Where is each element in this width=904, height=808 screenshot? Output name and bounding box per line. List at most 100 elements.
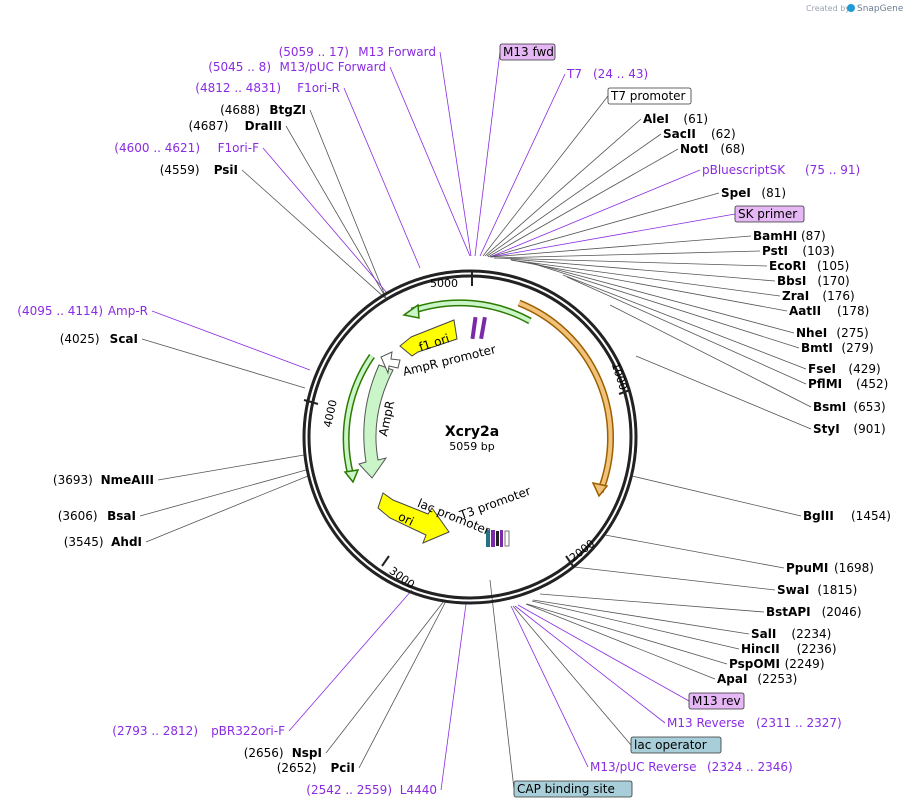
label-range-f1orif: (4600 .. 4621) [114,141,200,155]
label-bglii[interactable]: BglII(1454) [803,509,891,523]
label-swai[interactable]: SwaI(1815) [777,583,857,597]
label-fsei[interactable]: FseI(429) [808,362,881,376]
leader-line-skprimer [490,213,736,258]
label-pbr322[interactable]: pBR322ori-F(2793 .. 2812) [112,724,285,738]
label-text-btgzi: BtgZI [269,103,306,117]
label-ahdi[interactable]: AhdI(3545) [64,535,142,549]
label-m13reverse[interactable]: M13 Reverse(2311 .. 2327) [667,716,842,730]
label-pos-aatii: (178) [837,304,869,318]
label-noti[interactable]: NotI(68) [680,142,745,156]
leader-line-pspomi [526,603,728,665]
label-l4440[interactable]: L4440(2542 .. 2559) [306,783,437,797]
label-scai[interactable]: ScaI(4025) [60,332,138,346]
label-bsai[interactable]: BsaI(3606) [58,509,136,523]
label-text-noti: NotI [680,142,709,156]
label-pspomi[interactable]: PspOMI(2249) [729,657,825,671]
label-m13pucfwd[interactable]: M13/pUC Forward(5045 .. 8) [208,60,386,74]
label-bmti[interactable]: BmtI(279) [801,341,874,355]
leader-line-m13rev [517,604,690,702]
label-btgzi[interactable]: BtgZI(4688) [220,103,306,117]
label-range-m13reverse: (2311 .. 2327) [756,716,842,730]
label-text-m13pucfwd: M13/pUC Forward [279,60,386,74]
label-ecori[interactable]: EcoRI(105) [769,259,849,273]
leader-line-bsai [139,469,307,517]
label-text-f1orir: F1ori-R [297,81,340,95]
leader-line-btgzi [309,109,387,299]
label-sali[interactable]: SalI(2234) [751,627,831,641]
label-pos-swai: (1815) [817,583,857,597]
t7-marker-b [479,316,487,340]
label-nhei[interactable]: NheI(275) [796,326,869,340]
label-range-ampr: (4095 .. 4114) [17,304,103,318]
leader-line-pbr322 [288,589,413,732]
leader-line-m13pucfwd [389,66,471,257]
backbone-inner-ring [307,274,633,600]
label-spei[interactable]: SpeI(81) [721,186,786,200]
leader-line-t7 [479,73,566,257]
label-psii[interactable]: PsiI(4559) [160,163,238,177]
label-text-pcii: PciI [331,761,356,775]
green-arc-left [344,354,374,477]
label-lacop[interactable]: lac operator [630,736,722,754]
label-pos-nhei: (275) [836,326,868,340]
label-bsmi[interactable]: BsmI(653) [813,400,886,414]
label-ppumi[interactable]: PpuMI(1698) [786,561,874,575]
label-text-t7prom: T7 promoter [610,89,686,103]
leader-line-scai [141,338,306,389]
label-text-psii: PsiI [214,163,238,177]
tick-label-4000: 4000 [321,399,340,429]
label-psti[interactable]: PstI(103) [762,244,835,258]
label-apai[interactable]: ApaI(2253) [717,672,797,686]
label-pos-nmeaiii: (3693) [53,473,93,487]
feature-label-ori: ori [396,509,416,528]
label-m13fwd[interactable]: M13 fwd [499,43,556,61]
label-bbsi[interactable]: BbsI(170) [777,274,850,288]
label-styi[interactable]: StyI(901) [813,422,886,436]
leader-line-bstapi [539,593,765,613]
label-skprimer[interactable]: SK primer [734,205,805,223]
ori-arrow [377,492,450,544]
label-sacii[interactable]: SacII(62) [663,127,736,141]
plasmid-name: Xcry2a [445,424,499,440]
label-text-pflmi: PflMI [808,377,842,391]
label-m13pucrev[interactable]: M13/pUC Reverse(2324 .. 2346) [590,760,793,774]
leader-line-nspi [325,600,445,754]
label-box-t7prom [607,87,692,105]
green-arc-left-arrowhead [343,469,360,484]
leader-line-styi [635,355,812,430]
label-bamhi[interactable]: BamHI(87) [753,229,826,243]
label-t7[interactable]: T7(24 .. 43) [566,67,648,81]
label-aatii[interactable]: AatII(178) [789,304,869,318]
label-text-ecori: EcoRI [769,259,806,273]
leader-line-spei [489,192,720,258]
leader-line-cap [489,579,515,790]
lac-marker-d [500,530,503,547]
label-t7prom[interactable]: T7 promoter [607,87,692,105]
ampr-arrow [358,364,394,479]
label-text-skprimer: SK primer [738,207,797,221]
label-ampr[interactable]: Amp-R (4095 .. 4114) [17,304,148,318]
label-bstapi[interactable]: BstAPI(2046) [766,605,862,619]
label-nmeaiii[interactable]: NmeAIII(3693) [53,473,154,487]
label-text-ampr: Amp-R [108,304,148,318]
label-f1orif[interactable]: F1ori-F(4600 .. 4621) [114,141,259,155]
label-pos-bbsi: (170) [817,274,849,288]
leader-line-m13fwd [474,51,501,257]
leader-line-swai [573,566,776,591]
label-f1orir[interactable]: F1ori-R(4812 .. 4831) [195,81,340,95]
label-pos-pcii: (2652) [277,761,317,775]
label-pos-fsei: (429) [848,362,880,376]
label-pcii[interactable]: PciI (2652) [277,761,355,775]
label-nspi[interactable]: NspI(2656) [244,746,322,760]
label-pbsk[interactable]: pBluescriptSK(75 .. 91) [702,163,860,177]
label-alei[interactable]: AleI(61) [643,112,708,126]
label-m13rev[interactable]: M13 rev [688,692,745,710]
label-draiii[interactable]: DraIII(4687) [188,119,282,133]
label-pflmi[interactable]: PflMI(452) [808,377,888,391]
label-cap[interactable]: CAP binding site [513,780,633,798]
label-m13forward[interactable]: M13 Forward(5059 .. 17) [279,45,436,59]
label-pos-nspi: (2656) [244,746,284,760]
label-zrai[interactable]: ZraI(176) [782,289,855,303]
label-hincii[interactable]: HincII(2236) [741,642,837,656]
leader-line-f1orir [343,87,421,269]
